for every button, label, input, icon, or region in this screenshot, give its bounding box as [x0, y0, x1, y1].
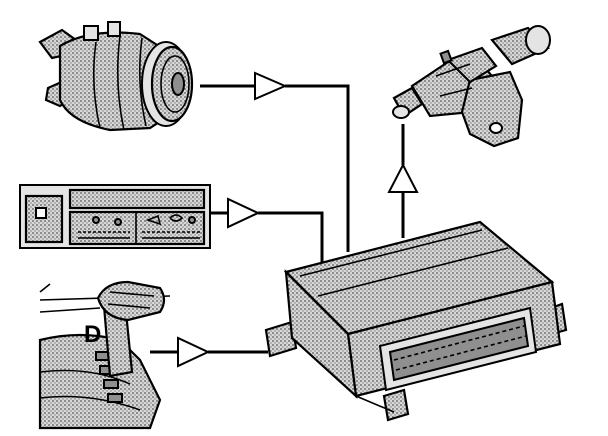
amplifier-triangle-icon: [177, 336, 211, 368]
panel-line-b: [258, 211, 324, 262]
amplifier-triangle-icon: [227, 197, 261, 229]
climate-control-panel-icon: [19, 184, 211, 249]
ecu-control-module-icon: [264, 220, 568, 422]
gear-selector-icon: D: [38, 280, 171, 430]
compressor-line-b: [285, 84, 350, 252]
amplifier-triangle-icon: [387, 162, 419, 193]
amplifier-triangle-icon: [254, 71, 288, 101]
idle-air-valve-icon: [392, 25, 551, 148]
signal-lines: [150, 84, 405, 354]
ac-compressor-icon: [38, 21, 194, 132]
gear-indicator-label: D: [84, 321, 101, 348]
